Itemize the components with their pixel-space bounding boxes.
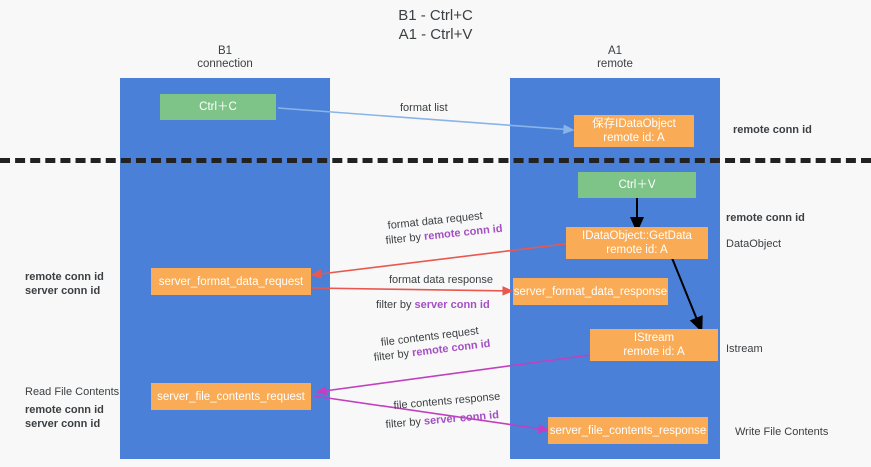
label-format-list: format list: [400, 102, 448, 114]
box-server-file-contents-response[interactable]: server_file_contents_response: [548, 417, 708, 444]
annotation-write-file-contents: Write File Contents: [735, 426, 829, 438]
box-ctrl-v[interactable]: Ctrl＋V: [578, 172, 696, 198]
annotation-istream: Istream: [726, 343, 763, 355]
box-istream[interactable]: IStream remote id: A: [590, 329, 718, 361]
annotation-left-remote-conn-id-2: remote conn id: [25, 404, 104, 416]
box-server-format-data-request[interactable]: server_format_data_request: [151, 268, 311, 295]
filter-key-server-conn-id: server conn id: [414, 299, 490, 311]
annotation-left-server-conn-id-2: server conn id: [25, 418, 101, 430]
label-format-data-response: format data response: [389, 274, 493, 286]
lane-header-b1: B1 connection: [197, 45, 253, 70]
box-server-format-data-response[interactable]: server_format_data_response: [513, 278, 668, 305]
filter-prefix: filter by: [376, 299, 415, 311]
annotation-left-server-conn-id: server conn id: [25, 285, 101, 297]
annotation-dataobject: DataObject: [726, 238, 782, 250]
annotation-remote-conn-id-mid: remote conn id: [726, 212, 805, 224]
lane-header-a1: A1 remote: [597, 45, 633, 70]
box-save-idataobject[interactable]: 保存IDataObject remote id: A: [574, 115, 694, 147]
filter-prefix: filter by: [385, 415, 425, 431]
filter-key-server-conn-id: server conn id: [423, 409, 500, 428]
filter-prefix: filter by: [385, 230, 425, 247]
annotation-remote-conn-id-top: remote conn id: [733, 124, 812, 136]
box-idataobject-getdata[interactable]: IDataObject::GetData remote id: A: [566, 227, 708, 259]
label-format-data-response-filter: filter by server conn id: [376, 298, 490, 313]
filter-prefix: filter by: [373, 347, 413, 364]
arrow-format-data-response: [311, 286, 514, 296]
page-title: B1 - Ctrl+C A1 - Ctrl+V: [398, 7, 473, 43]
annotation-read-file-contents: Read File Contents: [25, 386, 120, 398]
phase-divider: [0, 158, 871, 163]
box-ctrl-c[interactable]: Ctrl＋C: [160, 94, 276, 120]
annotation-left-remote-conn-id: remote conn id: [25, 271, 104, 283]
box-server-file-contents-request[interactable]: server_file_contents_request: [151, 383, 311, 410]
